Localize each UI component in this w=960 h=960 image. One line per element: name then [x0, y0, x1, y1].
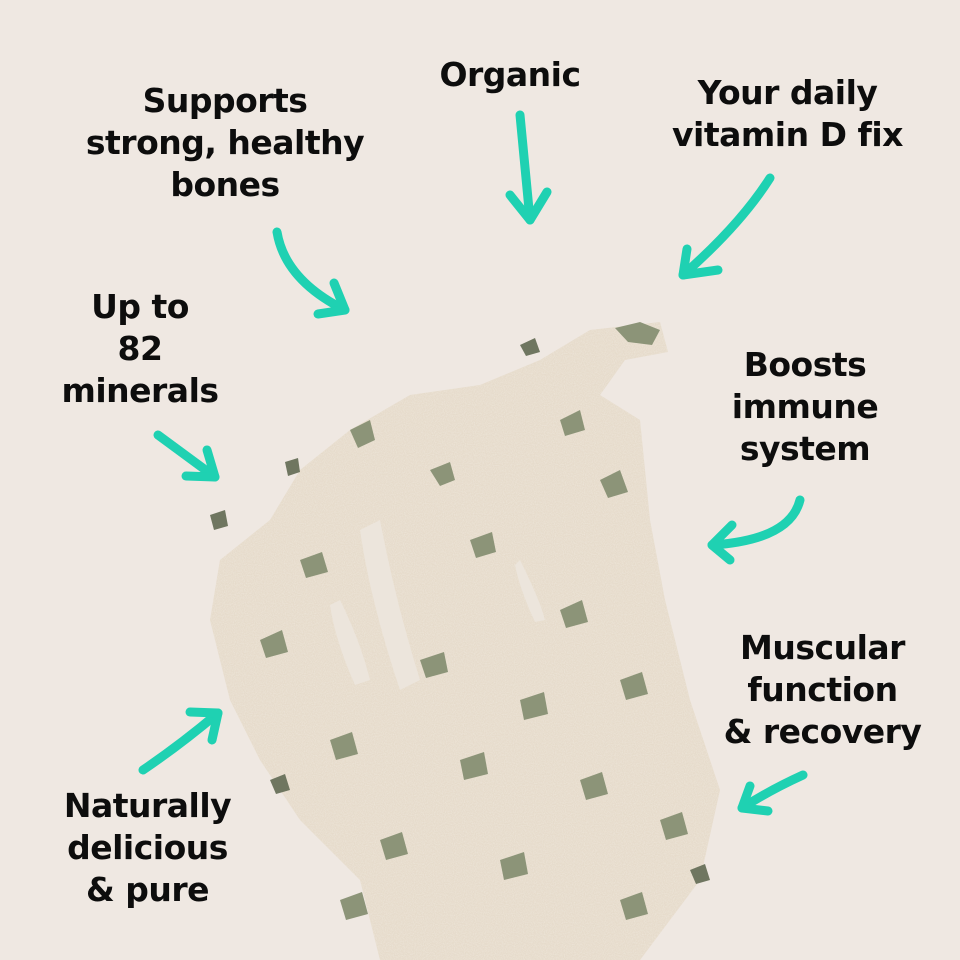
label-muscular: Muscular function & recovery	[723, 628, 922, 751]
label-immune: Boosts immune system	[731, 345, 879, 468]
curved-arrow-icon	[678, 173, 775, 280]
curved-arrow-icon	[737, 770, 808, 816]
label-vitamin-d: Your daily vitamin D fix	[672, 73, 903, 154]
label-natural: Naturally delicious & pure	[63, 786, 232, 909]
curved-arrow-icon	[707, 495, 805, 565]
label-organic: Organic	[439, 55, 581, 94]
curved-arrow-icon	[138, 707, 223, 775]
powder-body	[210, 322, 720, 960]
curved-arrow-icon	[153, 430, 220, 482]
curved-arrow-icon	[505, 110, 552, 225]
label-supports-bones: Supports strong, healthy bones	[85, 81, 365, 204]
label-minerals: Up to 82 minerals	[61, 287, 219, 410]
curved-arrow-icon	[272, 227, 350, 319]
herb-flakes	[210, 322, 710, 920]
